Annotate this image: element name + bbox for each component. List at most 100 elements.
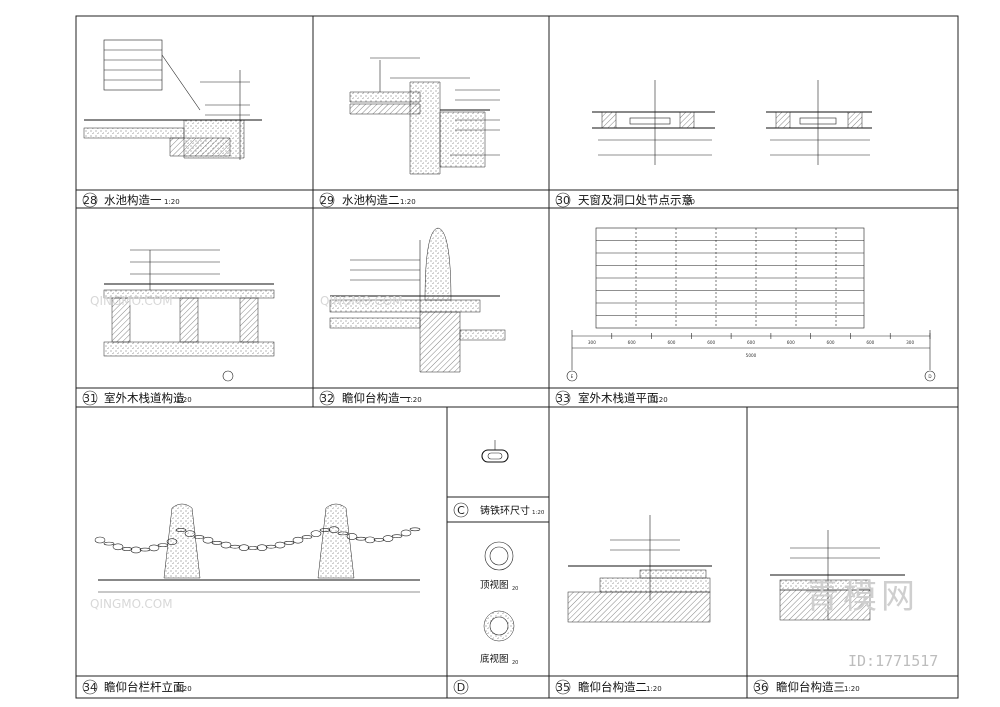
caption-title: 水池构造一: [104, 193, 162, 207]
watermark-id: ID:1771517: [848, 652, 938, 670]
watermark-small: QINGMO.COM: [90, 597, 173, 611]
axis-label-e: E: [571, 374, 574, 379]
chain-link: [211, 541, 223, 545]
caption-36: 36 瞻仰台构造三 1:20: [753, 679, 860, 695]
caption-d: D: [453, 679, 469, 695]
chain-link: [373, 538, 385, 542]
chain-link: [103, 541, 115, 546]
caption-num: 28: [83, 194, 97, 207]
caption-title: 水池构造二: [342, 193, 400, 207]
dimension-label: 600: [866, 340, 874, 345]
dimension-label: 600: [827, 340, 835, 345]
sheet-frame: [75, 15, 959, 699]
caption-30: 30 天窗及洞口处节点示意 20: [555, 192, 695, 208]
caption-29: 29 水池构造二 1:20: [319, 192, 416, 208]
chain-link: [202, 536, 214, 544]
chain-link: [139, 547, 151, 552]
caption-34: 34 瞻仰台栏杆立面 1:20: [82, 679, 192, 695]
chain-link: [301, 535, 313, 539]
chain-link: [157, 543, 169, 547]
chain-link: [355, 536, 367, 541]
dimension-label: 300: [906, 340, 914, 345]
chain-link: [346, 533, 358, 540]
axis-label-d: D: [928, 374, 931, 379]
dimension-label: 600: [787, 340, 795, 345]
top-view-label: 顶视图: [480, 579, 509, 591]
bottom-view-scale: 20: [512, 660, 518, 666]
chain-link: [121, 547, 133, 551]
watermark-small: QINGMO.COM: [90, 294, 173, 308]
caption-scale: 1:20: [406, 396, 422, 404]
caption-title: 瞻仰台构造一: [342, 391, 411, 405]
caption-title: 瞻仰台构造三: [776, 680, 845, 694]
chain-link: [184, 530, 196, 537]
caption-scale: 20: [686, 198, 695, 206]
chain-link: [409, 527, 421, 532]
caption-num: 30: [556, 194, 570, 207]
caption-num: 29: [320, 194, 334, 207]
dimension-label: 600: [707, 340, 715, 345]
chain-link: [148, 544, 160, 552]
caption-35: 35 瞻仰台构造二 1:20: [555, 679, 662, 695]
caption-scale: 1:20: [400, 198, 416, 206]
caption-31: 31 室外木栈道构造 1:20: [82, 390, 192, 406]
caption-28: 28 水池构造一 1:20: [82, 192, 180, 208]
watermark-brand: 青模网: [805, 577, 919, 617]
caption-title: 瞻仰台栏杆立面: [104, 680, 185, 694]
chain-link: [175, 528, 187, 532]
chain-link: [256, 544, 268, 551]
chain-link: [310, 530, 322, 537]
chain-link: [265, 544, 277, 549]
caption-32: 32 瞻仰台构造一 1:20: [319, 390, 422, 406]
chain-link: [220, 541, 232, 549]
panel-28-drawing: [83, 39, 262, 160]
chain-link: [130, 546, 142, 554]
caption-num: 33: [556, 392, 570, 405]
caption-scale: 1:20: [844, 685, 860, 693]
panel-32-drawing: [329, 227, 506, 373]
dimension-total: 5000: [746, 353, 757, 358]
panel-29-drawing: [349, 57, 500, 175]
caption-num: 36: [754, 681, 768, 694]
chain-link: [283, 541, 295, 545]
caption-title: 铸铁环尺寸: [480, 504, 530, 517]
bottom-view-label: 底视图: [480, 653, 509, 665]
caption-num: 34: [83, 681, 97, 694]
caption-scale: 1:20: [176, 396, 192, 404]
chain-link: [364, 536, 376, 544]
caption-title: 天窗及洞口处节点示意: [578, 193, 693, 207]
caption-33: 33 室外木栈道平面 1:20: [555, 390, 668, 406]
caption-scale: 1:20: [532, 510, 545, 516]
caption-scale: 1:20: [164, 198, 180, 206]
panel-34-drawing: [94, 503, 421, 593]
caption-title: 室外木栈道构造: [104, 391, 185, 405]
chain-link: [337, 531, 349, 536]
panel-33-drawing: 300 600 600 600 600 600 600 600 300 5000 E D: [566, 227, 936, 382]
caption-num: D: [457, 681, 465, 694]
dimension-label: 600: [747, 340, 755, 345]
chain-link: [400, 529, 412, 537]
caption-c: C 铸铁环尺寸 1:20: [453, 502, 545, 518]
chain-link: [112, 543, 124, 551]
dimension-label: 300: [588, 340, 596, 345]
chain-link: [238, 544, 250, 551]
panel-30-drawing: [592, 80, 872, 165]
chain-link: [328, 526, 340, 534]
watermark: QINGMO.COM QINGMO.COM QINGMO.COM 青模网 ID:…: [90, 294, 938, 670]
chain-link: [166, 538, 178, 545]
caption-scale: 1:20: [652, 396, 668, 404]
chain-link: [391, 534, 403, 538]
caption-num: C: [457, 504, 465, 517]
panel-36-drawing: [770, 530, 905, 621]
caption-num: 31: [83, 392, 97, 405]
caption-scale: 1:20: [646, 685, 662, 693]
caption-num: 32: [320, 392, 334, 405]
ring-views: 顶视图 20 底视图 20: [480, 541, 518, 666]
panel-c-drawing: [481, 440, 509, 463]
watermark-small: QINGMO.COM: [320, 294, 403, 308]
dimension-label: 600: [667, 340, 675, 345]
chain-link: [193, 535, 205, 539]
dimension-label: 600: [628, 340, 636, 345]
chain-link: [292, 536, 304, 544]
